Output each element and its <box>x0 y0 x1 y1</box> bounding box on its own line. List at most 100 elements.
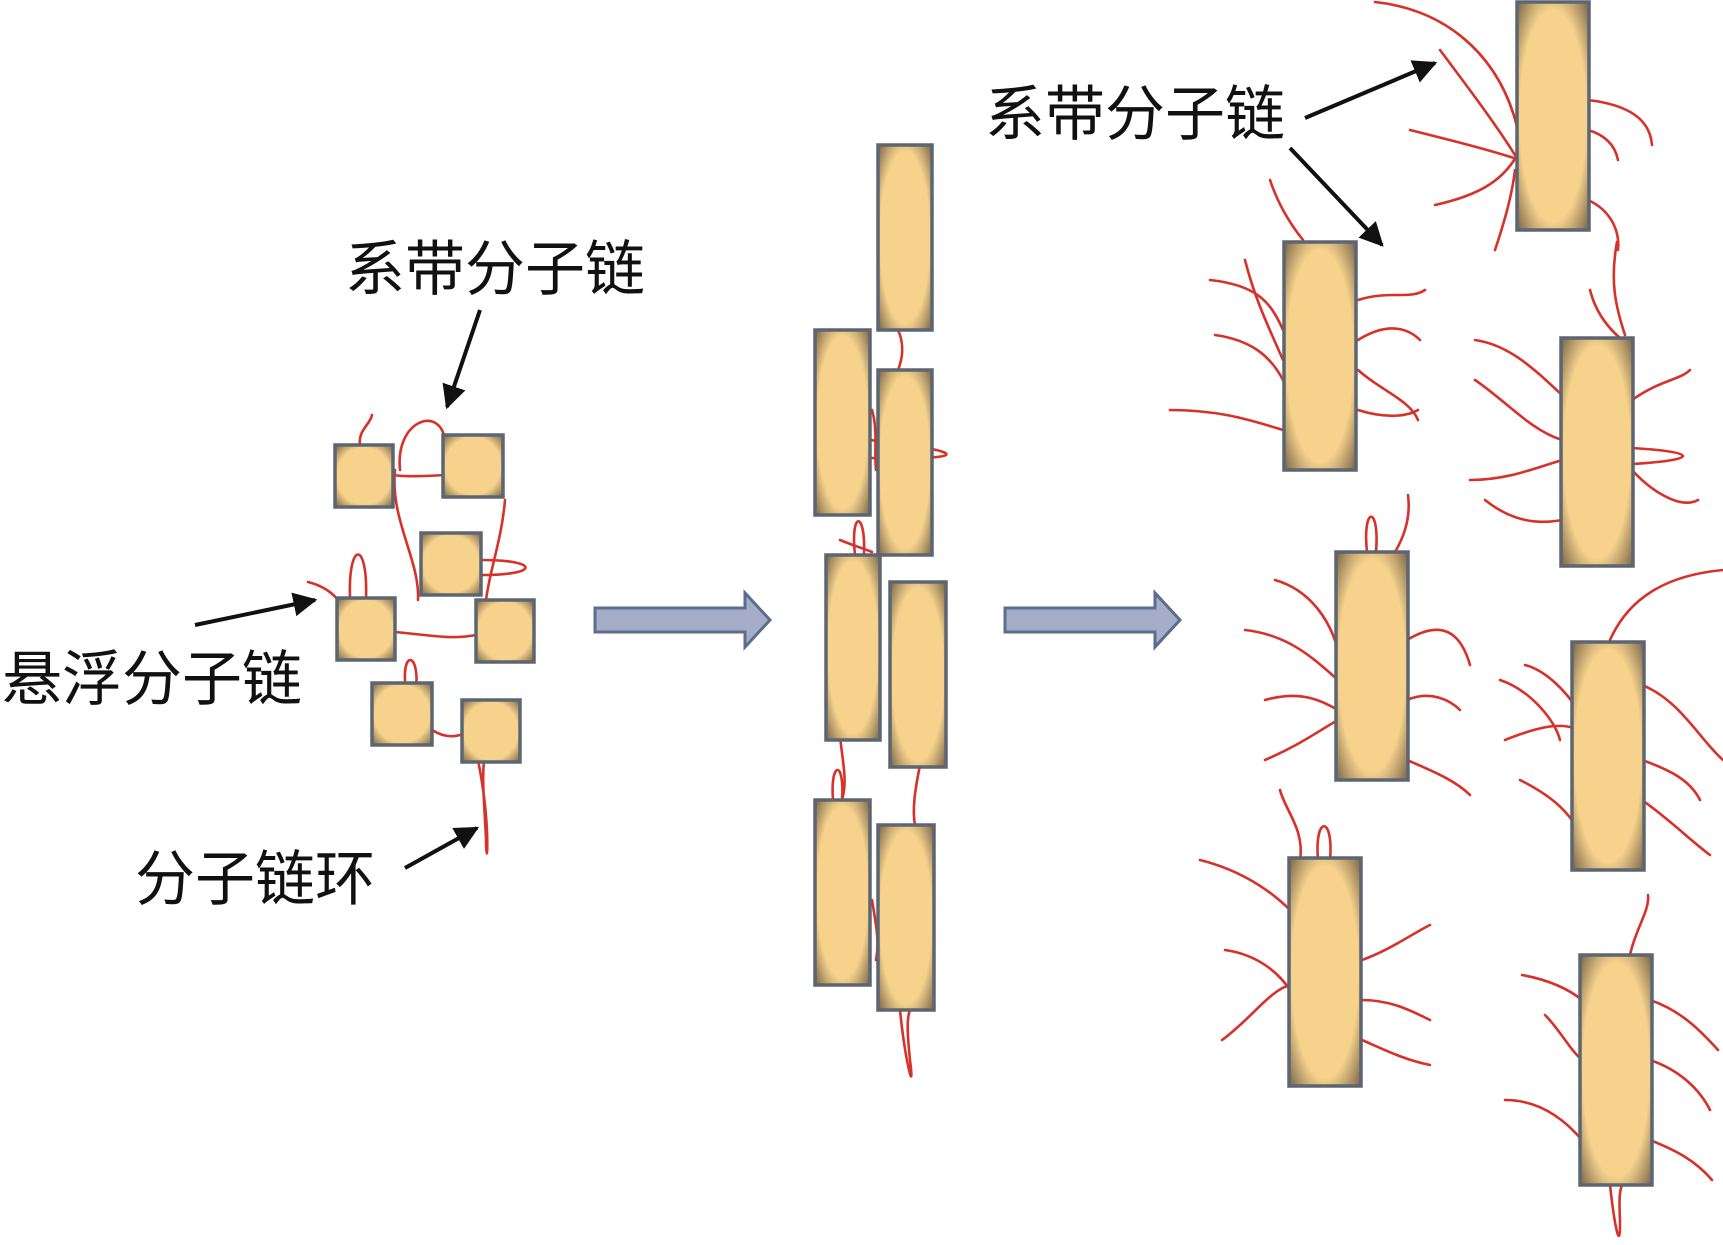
dangling-chain <box>1630 468 1700 504</box>
tie-chain <box>387 468 447 478</box>
chain-loop-long <box>476 758 489 855</box>
dangling-chain <box>1468 458 1564 482</box>
tie-chain <box>393 468 420 602</box>
crystal-lamella <box>876 823 936 1012</box>
tie-chain <box>912 763 922 827</box>
chain-loop <box>1316 825 1332 862</box>
chain-loop <box>348 553 368 600</box>
dangling-chain <box>1356 408 1420 418</box>
dangling-chain <box>1608 568 1723 642</box>
crystal-block <box>441 433 505 499</box>
crystal-lamella <box>1559 336 1635 568</box>
dangling-chain <box>1503 724 1580 742</box>
pointer-arrow <box>1288 146 1384 247</box>
dangling-chain <box>1356 368 1420 422</box>
dangling-chain <box>1373 0 1522 142</box>
stage-3-chains <box>1168 0 1723 1238</box>
crystal-lamella <box>876 368 934 557</box>
dangling-chain <box>1393 493 1410 554</box>
crystal-block <box>370 681 434 747</box>
dangling-chain <box>1493 168 1517 252</box>
dangling-chain <box>1438 48 1520 162</box>
dangling-chain <box>1640 683 1723 762</box>
dangling-chain <box>1630 368 1692 402</box>
tie-chain <box>393 630 478 639</box>
dangling-chain <box>1273 578 1340 652</box>
dangling-chain <box>1220 983 1292 1042</box>
dangling-chain <box>1612 240 1627 337</box>
dangling-chain <box>1628 893 1650 957</box>
dangling-chain <box>1543 1013 1584 1062</box>
crystal-lamella <box>1515 0 1591 232</box>
dangling-chain <box>1356 288 1427 302</box>
dangling-chain <box>1268 178 1305 242</box>
tie-chain <box>430 728 462 738</box>
dangling-chain <box>1518 778 1580 832</box>
tie-chain <box>838 538 874 554</box>
dangling-chain <box>1433 148 1522 207</box>
dangling-chain-left <box>306 580 340 602</box>
label-chain-loop: 分子链环 <box>135 845 375 915</box>
crystal-lamella <box>1287 856 1363 1088</box>
dangling-chain <box>1648 998 1720 1052</box>
process-arrow-2 <box>1003 589 1183 651</box>
dangling-chain <box>1360 923 1432 962</box>
chain-loop-long <box>898 1008 913 1078</box>
process-arrow-1 <box>593 589 773 651</box>
pointer-arrow <box>442 309 482 410</box>
dangling-chain <box>1360 998 1432 1022</box>
crystal-block <box>335 596 397 662</box>
label-dangling-chain: 悬浮分子链 <box>2 645 302 715</box>
crystal-lamella <box>1578 953 1654 1187</box>
dangling-chain <box>1503 1098 1584 1142</box>
crystal-block <box>333 443 395 509</box>
label-tie-chain-right: 系带分子链 <box>985 80 1285 150</box>
chain-loop <box>480 558 527 577</box>
tie-chain <box>896 328 904 372</box>
dangling-chain <box>1356 327 1422 342</box>
dangling-chain <box>1640 798 1712 857</box>
crystal-lamella <box>1334 550 1410 782</box>
dangling-chain <box>1208 278 1285 332</box>
dangling-chain <box>1648 1138 1714 1182</box>
dangling-chain <box>1263 694 1340 712</box>
chain-loop <box>852 520 866 557</box>
chain-loop-long <box>1608 1183 1624 1238</box>
dangling-chain <box>1198 858 1292 912</box>
stage-2-aligned-crystals <box>813 143 948 1078</box>
dangling-chain <box>1263 718 1340 762</box>
dangling-chain <box>1586 198 1620 252</box>
crystal-lamella <box>813 798 872 987</box>
dangling-chain <box>1473 338 1564 397</box>
pointer-arrow <box>194 592 318 627</box>
chain-loop <box>403 658 418 692</box>
dangling-chain-top <box>358 413 374 447</box>
dangling-chain <box>1648 1058 1712 1112</box>
dangling-chain <box>1483 498 1564 524</box>
dangling-chain <box>1586 98 1654 147</box>
stage-3-separated-crystals: 系带分子链 <box>985 0 1723 1238</box>
dangling-chain <box>1278 788 1303 862</box>
dangling-chain <box>1520 973 1584 1002</box>
crystal-lamella <box>824 553 882 742</box>
chain-loop <box>1630 446 1684 466</box>
dangling-chain <box>1243 628 1340 682</box>
crystal-lamella <box>876 143 934 332</box>
dangling-chain <box>1473 378 1564 442</box>
crystal-lamella <box>1570 640 1646 872</box>
dangling-chain <box>1223 948 1292 992</box>
stage-1-compact-crystals: 系带分子链 悬浮分子链 分子链环 <box>2 235 645 915</box>
chain-loop <box>1364 515 1378 554</box>
dangling-chain <box>1243 258 1285 362</box>
dangling-chain <box>1405 758 1472 797</box>
chain-loop <box>831 768 844 802</box>
tie-chain <box>870 408 878 472</box>
crystal-block <box>460 698 522 764</box>
dangling-chain <box>1168 408 1285 432</box>
dangling-chain <box>1588 288 1622 340</box>
dangling-chain <box>1523 663 1580 712</box>
dangling-chain <box>1405 628 1472 667</box>
dangling-chain <box>1586 128 1620 162</box>
crystal-block <box>474 598 536 664</box>
